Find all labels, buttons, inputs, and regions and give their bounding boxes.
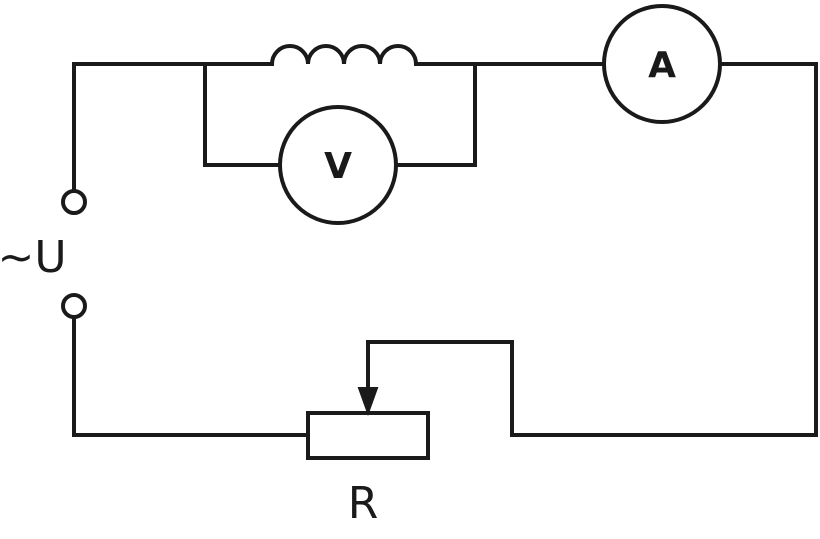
- ammeter-label: A: [648, 45, 676, 86]
- inductor-coil: [269, 44, 419, 67]
- ammeter-circle: [602, 4, 722, 124]
- ammeter: A: [602, 4, 722, 124]
- wire-left-top: [72, 62, 207, 192]
- wire-right-side: [366, 62, 818, 437]
- source-terminal-bottom: [61, 293, 87, 319]
- rheostat-label: R: [348, 478, 379, 529]
- wire-voltmeter-branch-right: [394, 62, 477, 167]
- wire-voltmeter-branch: [203, 62, 282, 167]
- source-label: ~U: [0, 232, 67, 283]
- voltmeter: V: [278, 105, 398, 225]
- voltmeter-label: V: [324, 146, 352, 187]
- wire-left-bottom: [72, 316, 310, 437]
- wires: [72, 62, 818, 437]
- source-terminal-top: [61, 189, 87, 215]
- rheostat: [306, 387, 430, 460]
- voltmeter-circle: [278, 105, 398, 225]
- rheostat-body: [306, 411, 430, 460]
- rheostat-slider-arrow: [357, 387, 379, 416]
